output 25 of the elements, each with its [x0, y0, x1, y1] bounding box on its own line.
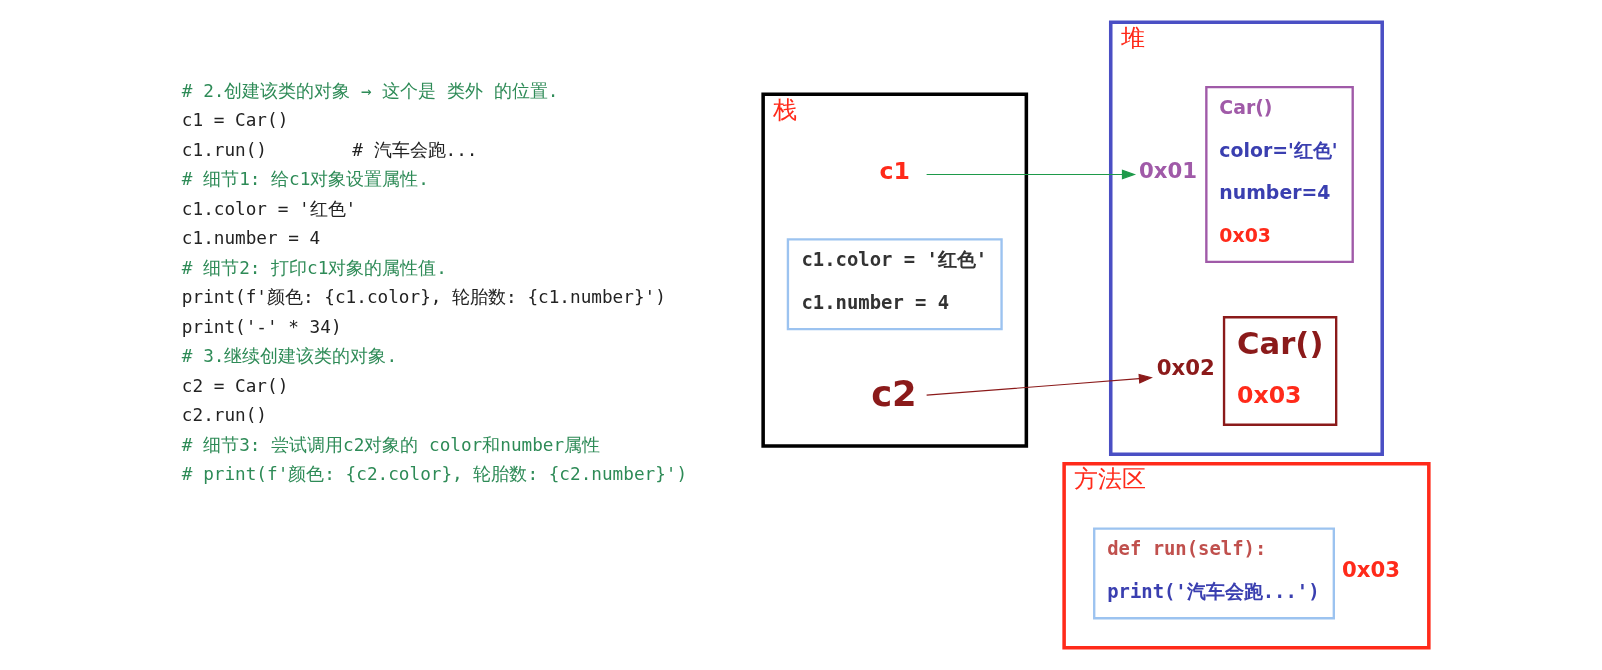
- label: # 3.继续创建该类的对象.: [181, 346, 397, 367]
- label: c2 = Car(): [181, 375, 288, 396]
- label: # 细节2: 打印c1对象的属性值.: [181, 257, 447, 278]
- node-box: c1.color = '红色' c1.number = 4: [786, 238, 1003, 331]
- arrow: [925, 169, 1136, 180]
- node-box: def run(self): print('汽车会跑...'): [1092, 527, 1335, 620]
- label: c1.run() # 汽车会跑...: [181, 139, 477, 160]
- label: # print(f'颜色: {c2.color}, 轮胎数: {c2.number}'): [181, 464, 687, 485]
- label: c1 = Car(): [181, 110, 288, 131]
- node-label: 0x03: [1341, 557, 1400, 583]
- node-box: Car() color='红色' number=4 0x03: [1204, 85, 1354, 263]
- label: c2.run(): [181, 405, 267, 426]
- label: c1.number = 4: [181, 228, 320, 249]
- label: print('-' * 34): [181, 316, 342, 337]
- node-text: c2: [870, 372, 917, 414]
- label: print(f'颜色: {c1.color}, 轮胎数: {c1.number}'): [181, 287, 666, 308]
- label: # 细节3: 尝试调用c2对象的 color和number属性: [181, 434, 600, 455]
- arrow: [925, 373, 1153, 396]
- label: # 细节1: 给c1对象设置属性.: [181, 169, 429, 190]
- node-text: c1: [878, 157, 910, 186]
- label: # 2.创建该类的对象 → 这个是 类外 的位置.: [181, 80, 558, 101]
- label: c1.color = '红色': [181, 198, 356, 219]
- node-box: Car() 0x03: [1222, 316, 1337, 426]
- node-label: 0x01: [1138, 158, 1197, 184]
- node-label: 0x02: [1156, 355, 1215, 381]
